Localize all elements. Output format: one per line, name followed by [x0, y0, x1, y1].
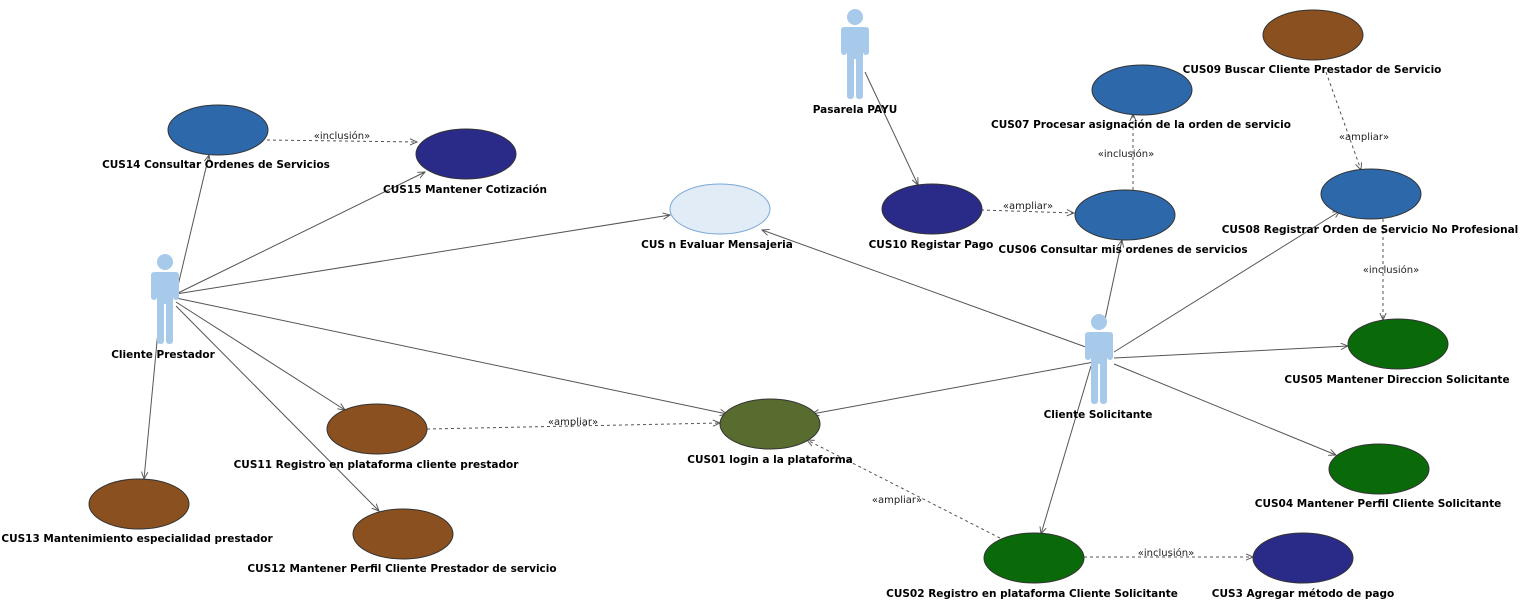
use-case-ellipse[interactable]	[1347, 318, 1449, 370]
use-case-cus13[interactable]: CUS13 Mantenimiento especialidad prestad…	[1, 478, 273, 545]
actor-label: Pasarela PAYU	[813, 104, 897, 116]
stereotype-label: «inclusión»	[1098, 148, 1154, 160]
use-case-ellipse[interactable]	[88, 478, 190, 530]
use-case-cus01[interactable]: CUS01 login a la plataforma	[687, 398, 853, 466]
association-pasarela-to-cus10	[864, 71, 918, 185]
dependency-cus14-to-cus15	[266, 140, 417, 142]
actor-figure-icon[interactable]	[841, 9, 869, 99]
use-case-label: CUS04 Mantener Perfil Cliente Solicitant…	[1255, 498, 1502, 510]
use-case-label: CUS01 login a la plataforma	[687, 454, 853, 466]
use-case-cus3[interactable]: CUS3 Agregar método de pago	[1212, 532, 1394, 600]
association-solicitante-to-cus02	[1041, 365, 1092, 534]
use-case-ellipse[interactable]	[1328, 443, 1430, 495]
association-prestador-to-cus15	[175, 172, 425, 295]
use-case-cus12[interactable]: CUS12 Mantener Perfil Cliente Prestador …	[247, 508, 557, 575]
association-solicitante-to-cus08	[1113, 211, 1340, 353]
stereotype-label: «ampliar»	[1003, 201, 1053, 212]
use-case-label: CUS05 Mantener Direccion Solicitante	[1284, 374, 1509, 386]
use-case-label: CUS3 Agregar método de pago	[1212, 588, 1394, 600]
use-case-cus08[interactable]: CUS08 Registrar Orden de Servicio No Pro…	[1222, 168, 1519, 236]
use-case-label: CUS09 Buscar Cliente Prestador de Servic…	[1183, 64, 1442, 76]
use-case-cus15[interactable]: CUS15 Mantener Cotización	[383, 128, 547, 196]
actor-label: Cliente Prestador	[111, 349, 215, 361]
stereotype-label: «ampliar»	[1339, 132, 1389, 143]
association-prestador-to-cusn	[175, 215, 670, 295]
use-case-cus02[interactable]: CUS02 Registro en plataforma Cliente Sol…	[886, 532, 1178, 600]
use-case-ellipse[interactable]	[1091, 64, 1193, 116]
use-case-label: CUS15 Mantener Cotización	[383, 184, 547, 196]
use-case-ellipse[interactable]	[1320, 168, 1422, 220]
use-case-ellipse[interactable]	[1262, 9, 1364, 61]
use-case-ellipse[interactable]	[326, 403, 428, 455]
actor-figure-icon[interactable]	[1085, 314, 1113, 404]
use-case-ellipse[interactable]	[719, 398, 821, 450]
association-solicitante-to-cus04	[1113, 363, 1336, 455]
use-case-ellipse[interactable]	[415, 128, 517, 180]
actor-solicitante[interactable]: Cliente Solicitante	[1044, 314, 1153, 421]
use-case-label: CUS n Evaluar Mensajeria	[641, 239, 793, 251]
actor-prestador[interactable]: Cliente Prestador	[111, 254, 216, 361]
use-case-ellipse[interactable]	[1074, 189, 1176, 241]
use-case-label: CUS10 Registar Pago	[869, 239, 994, 251]
use-case-ellipse[interactable]	[983, 532, 1085, 584]
use-case-cus04[interactable]: CUS04 Mantener Perfil Cliente Solicitant…	[1255, 443, 1502, 510]
use-case-cus10[interactable]: CUS10 Registar Pago	[869, 183, 994, 251]
use-case-label: CUS11 Registro en plataforma cliente pre…	[234, 459, 520, 471]
node-layer: CUS14 Consultar Ordenes de ServiciosCUS1…	[1, 9, 1518, 600]
stereotype-label: «ampliar»	[548, 417, 598, 428]
association-prestador-to-cus01	[175, 297, 727, 414]
actor-figure-icon[interactable]	[151, 254, 179, 344]
association-prestador-to-cus11	[175, 301, 345, 410]
association-prestador-to-cus14	[175, 155, 209, 295]
use-case-label: CUS13 Mantenimiento especialidad prestad…	[1, 533, 273, 545]
actor-label: Cliente Solicitante	[1044, 409, 1153, 421]
dependency-cus02-to-cus01	[807, 440, 1001, 539]
stereotype-label: «inclusión»	[1138, 547, 1194, 559]
use-case-ellipse[interactable]	[1252, 532, 1354, 584]
use-case-cus14[interactable]: CUS14 Consultar Ordenes de Servicios	[102, 104, 330, 171]
use-case-cus06[interactable]: CUS06 Consultar mis ordenes de servicios	[998, 189, 1248, 256]
stereotype-label: «inclusión»	[1363, 264, 1419, 276]
use-case-cusn[interactable]: CUS n Evaluar Mensajeria	[641, 183, 793, 251]
use-case-label: CUS07 Procesar asignación de la orden de…	[991, 119, 1291, 131]
use-case-ellipse[interactable]	[352, 508, 454, 560]
use-case-cus05[interactable]: CUS05 Mantener Direccion Solicitante	[1284, 318, 1510, 386]
use-case-ellipse[interactable]	[669, 183, 771, 235]
use-case-label: CUS08 Registrar Orden de Servicio No Pro…	[1222, 224, 1519, 236]
use-case-label: CUS02 Registro en plataforma Cliente Sol…	[886, 588, 1178, 600]
use-case-cus09[interactable]: CUS09 Buscar Cliente Prestador de Servic…	[1183, 9, 1442, 76]
use-case-label: CUS12 Mantener Perfil Cliente Prestador …	[247, 563, 556, 575]
stereotype-label: «ampliar»	[872, 495, 922, 506]
actor-pasarela[interactable]: Pasarela PAYU	[813, 9, 897, 116]
stereotype-label: «inclusión»	[314, 130, 370, 142]
association-solicitante-to-cus01	[812, 361, 1095, 414]
connector-layer: «inclusión» «ampliar» «inclusión» «ampliar»…	[144, 71, 1419, 559]
association-solicitante-to-cusn	[762, 230, 1095, 351]
use-case-ellipse[interactable]	[881, 183, 983, 235]
association-prestador-to-cus12	[175, 305, 379, 511]
use-case-ellipse[interactable]	[167, 104, 269, 156]
dependency-cus09-to-cus08	[1325, 71, 1361, 170]
association-solicitante-to-cus05	[1113, 346, 1348, 359]
association-solicitante-to-cus06	[1103, 240, 1122, 325]
use-case-label: CUS06 Consultar mis ordenes de servicios	[998, 244, 1247, 256]
use-case-cus07[interactable]: CUS07 Procesar asignación de la orden de…	[991, 64, 1291, 131]
use-case-label: CUS14 Consultar Ordenes de Servicios	[102, 159, 330, 171]
dependency-cus11-to-cus01	[426, 423, 720, 430]
use-case-cus11[interactable]: CUS11 Registro en plataforma cliente pre…	[234, 403, 520, 471]
